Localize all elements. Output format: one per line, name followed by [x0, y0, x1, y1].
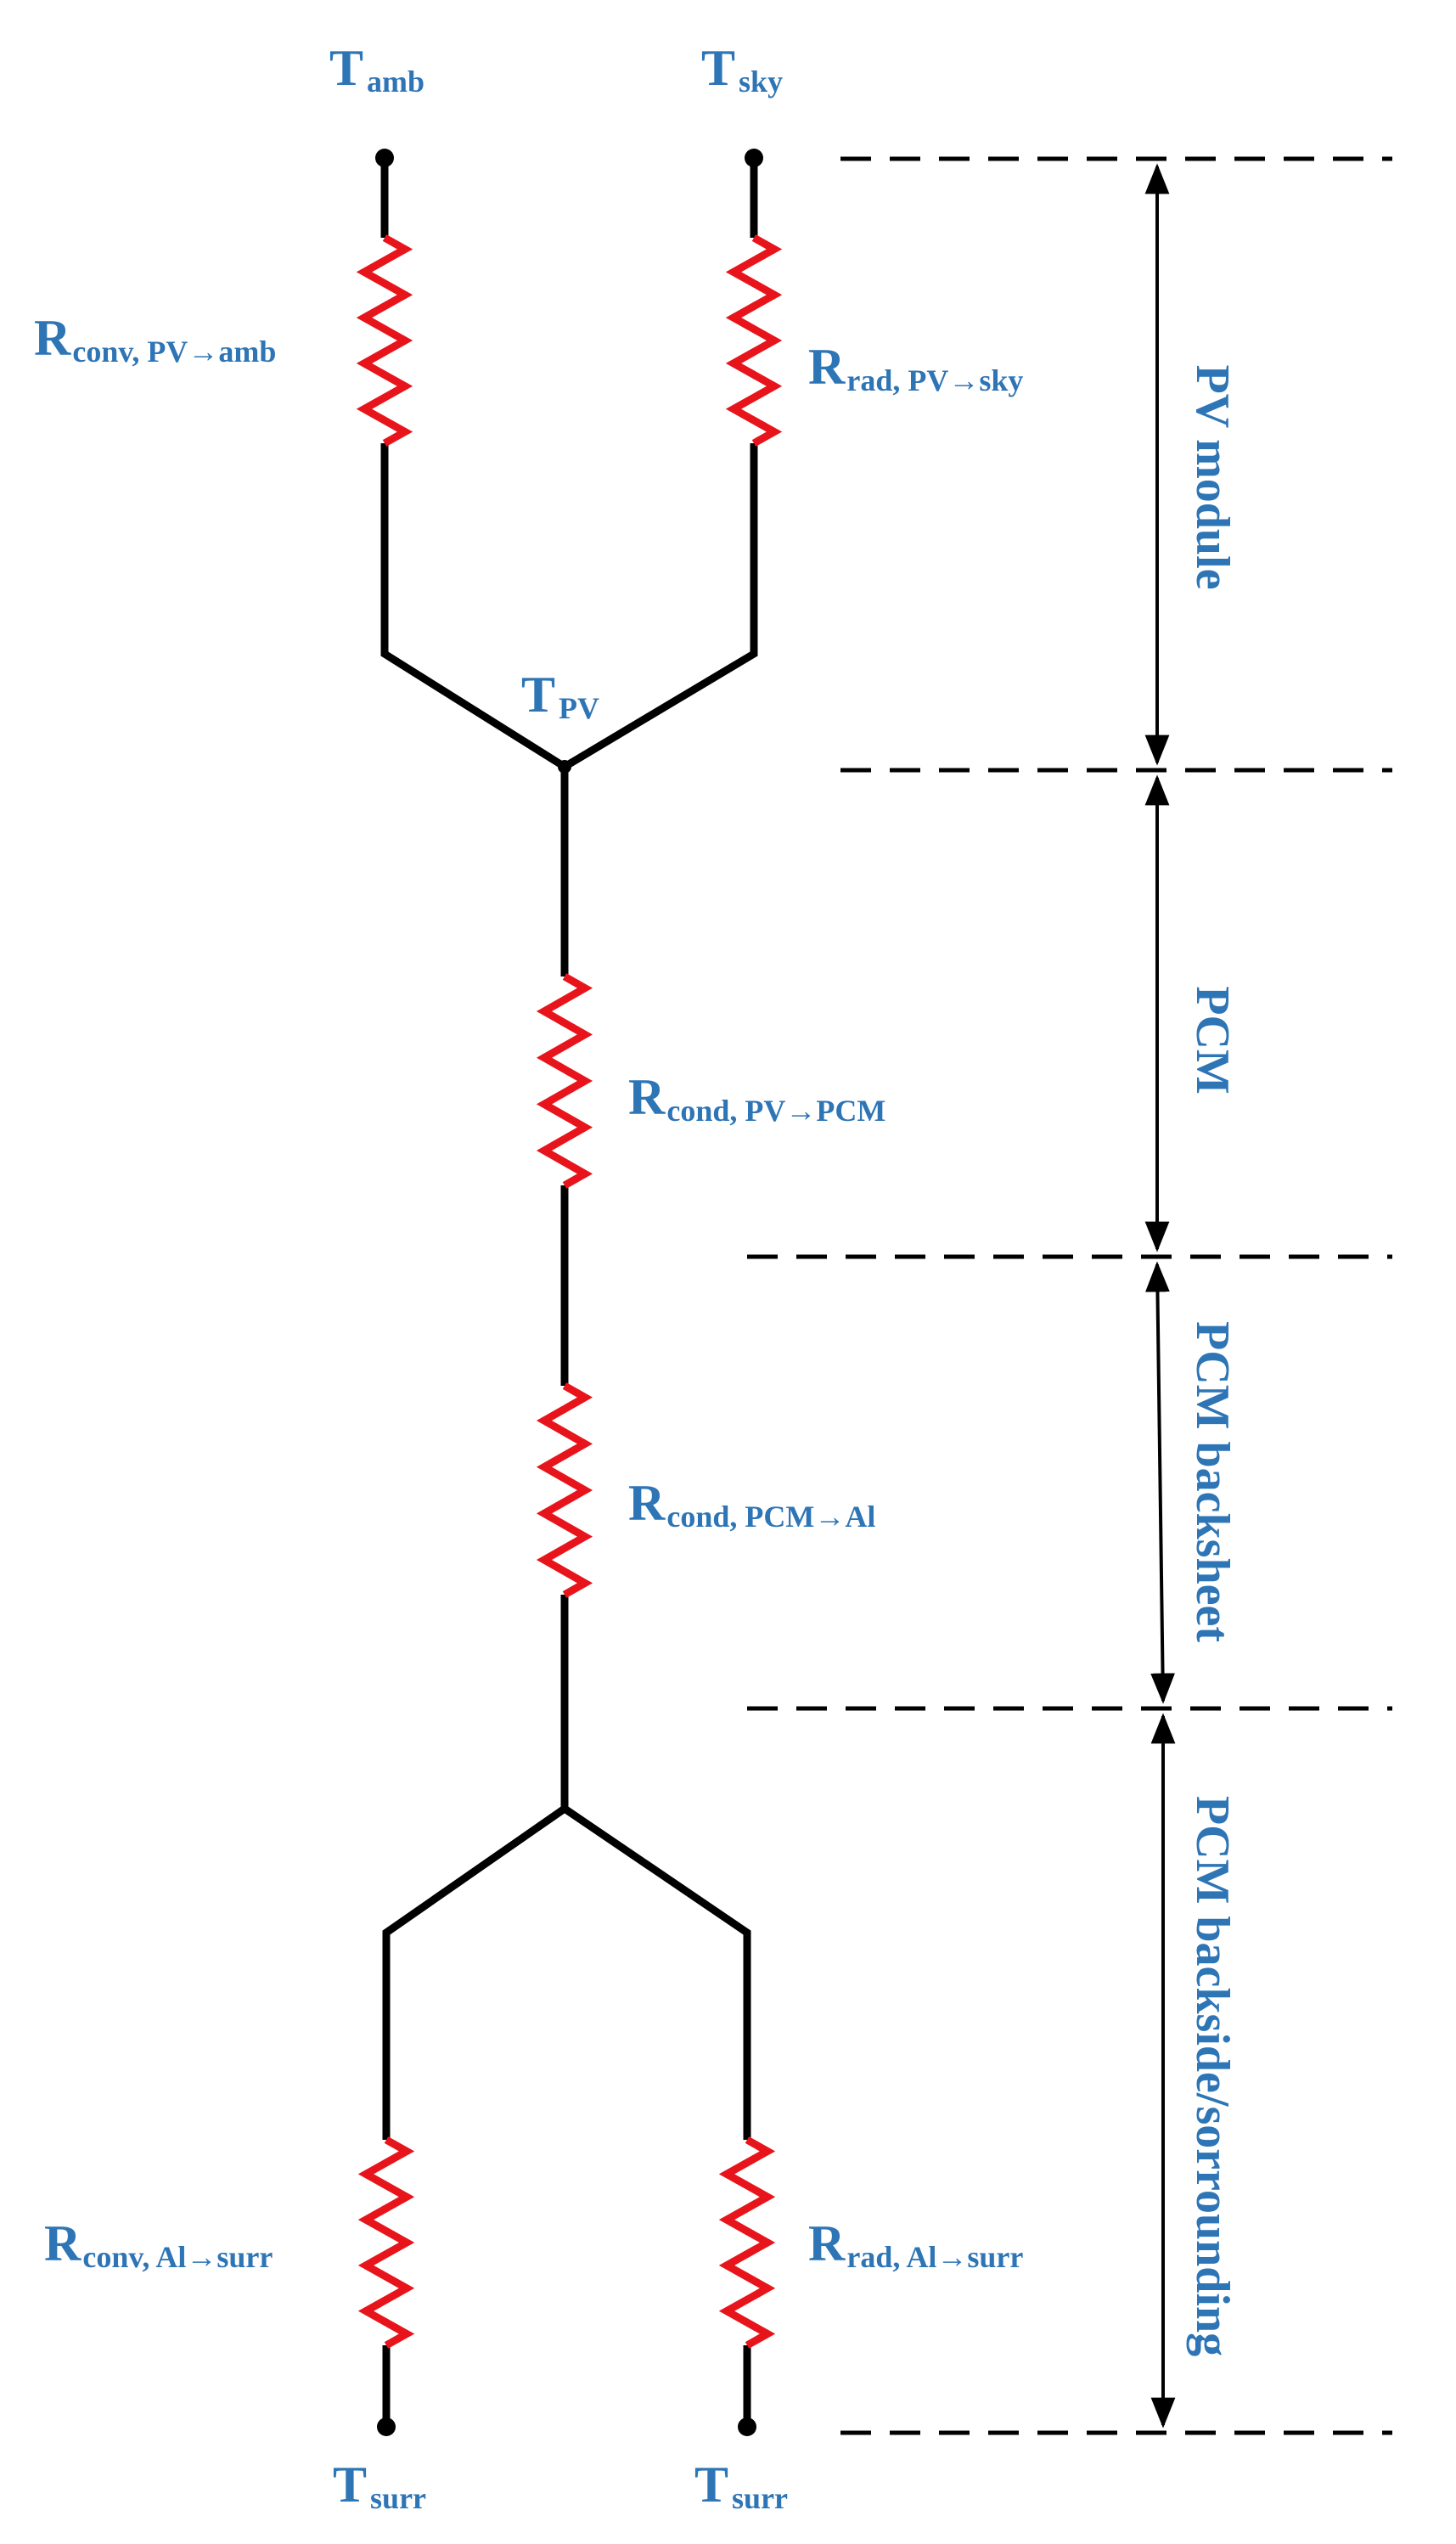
label-r-conv-al-surr: Rconv, Al→surr [44, 2215, 273, 2274]
resistor-rad-pv-sky [725, 234, 783, 447]
resistor-cond-pv-pcm [536, 973, 593, 1189]
section-label-pcm-backsheet: PCM backsheet [1186, 1321, 1239, 1642]
label-r-cond-pv-pcm: Rcond, PV→PCM [628, 1069, 885, 1128]
resistor-conv-pv-amb [356, 234, 413, 447]
wire-sky-to-tpv [562, 443, 758, 770]
resistor-cond-pcm-al [536, 1382, 593, 1598]
node-dot-sky [745, 149, 763, 167]
label-r-rad-al-surr: Rrad, Al→surr [808, 2215, 1023, 2274]
wire-junction-to-right [562, 1805, 751, 2140]
terminal-nodes [375, 149, 763, 2436]
resistor-conv-al-surr [357, 2136, 415, 2349]
node-dot-pv [558, 760, 571, 774]
section-boundaries [747, 156, 1392, 2435]
section-label-pv-module: PV module [1186, 365, 1239, 590]
resistors [356, 234, 783, 2349]
section-label-pcm-backside: PCM backside/sorrounding [1186, 1796, 1239, 2356]
node-dot-surr-right [738, 2417, 756, 2436]
label-r-rad-pv-sky: Rrad, PV→sky [808, 339, 1023, 397]
circuit-wires [380, 158, 758, 2427]
arrow-pcm-backsheet [1145, 1261, 1175, 1704]
section-label-pcm: PCM [1186, 986, 1239, 1095]
node-dot-amb [375, 149, 394, 167]
section-arrows [1144, 163, 1176, 2429]
label-r-conv-pv-amb: Rconv, PV→amb [34, 310, 276, 369]
label-r-cond-pcm-al: Rcond, PCM→Al [628, 1475, 875, 1534]
resistor-rad-al-surr [718, 2136, 776, 2349]
node-dot-surr-left [377, 2417, 396, 2436]
wire-junction-to-left [382, 1805, 567, 2140]
wire-amb-to-tpv [380, 443, 567, 770]
